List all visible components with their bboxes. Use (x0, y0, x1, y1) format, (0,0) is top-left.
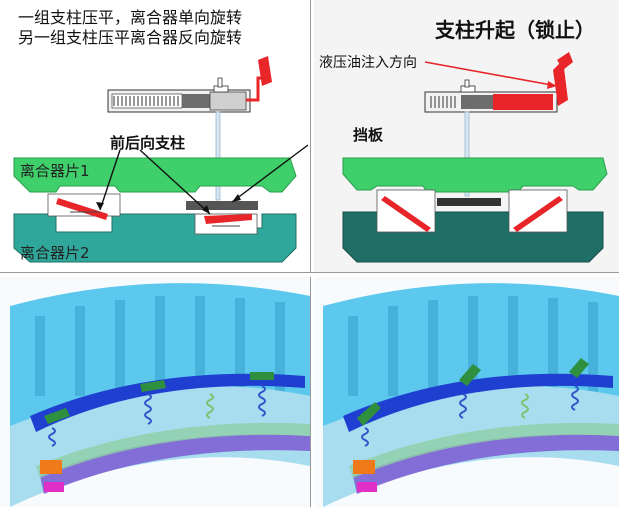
render-locked-svg (313, 276, 619, 507)
clutch-plate-1-locked (342, 157, 608, 193)
baffle-plate-locked (437, 198, 501, 206)
push-rod (215, 111, 221, 201)
render-unlocked-svg (0, 276, 310, 507)
unlocked-diagram-svg (13, 56, 309, 263)
locked-title: 支柱升起（锁止） (435, 18, 595, 42)
actuator-ring-locked (343, 373, 613, 432)
oil-inlet-block (258, 56, 272, 86)
oil-arrow (424, 61, 558, 87)
oil-inlet-block-locked (553, 60, 568, 106)
plate-2-label: 离合器片2 (20, 244, 90, 262)
strut-right (204, 214, 252, 224)
vertical-divider (310, 0, 314, 507)
actuator-assembly-locked (424, 52, 573, 197)
clutch-plate-2 (13, 213, 297, 263)
baffle-label: 挡板 (353, 126, 384, 144)
strut-right-locked (513, 196, 563, 232)
plate-1-label: 离合器片1 (20, 162, 90, 180)
strut-arrow-right (139, 149, 211, 215)
baffle-plate (186, 201, 258, 210)
push-rod-locked (464, 111, 470, 197)
panel-render-locked (313, 276, 619, 507)
panel-locked-diagram: 支柱升起（锁止） 液压油注入方向 挡板 (313, 0, 619, 272)
clutch-plate-1 (13, 157, 297, 193)
springs (48, 385, 266, 447)
actuator-assembly (107, 56, 272, 201)
caption-line-2: 另一组支柱压平离合器反向旋转 (18, 28, 243, 47)
strut-label: 前后向支柱 (110, 134, 186, 152)
actuator-ring (30, 373, 305, 432)
baffle-arrow (231, 144, 309, 203)
strut-pocket-left (47, 193, 121, 217)
strut-arrow-left (99, 149, 121, 211)
strut-left (56, 198, 108, 220)
locked-diagram-svg (342, 52, 608, 263)
strut-left-locked (381, 196, 431, 232)
panel-render-unlocked (0, 276, 310, 507)
caption-line-1: 一组支柱压平，离合器单向旋转 (18, 8, 243, 27)
panel-unlocked-diagram: 一组支柱压平，离合器单向旋转 另一组支柱压平离合器反向旋转 前后向支柱 离合器片… (0, 0, 310, 272)
horizontal-divider (0, 272, 619, 277)
oil-direction-label: 液压油注入方向 (319, 55, 417, 71)
